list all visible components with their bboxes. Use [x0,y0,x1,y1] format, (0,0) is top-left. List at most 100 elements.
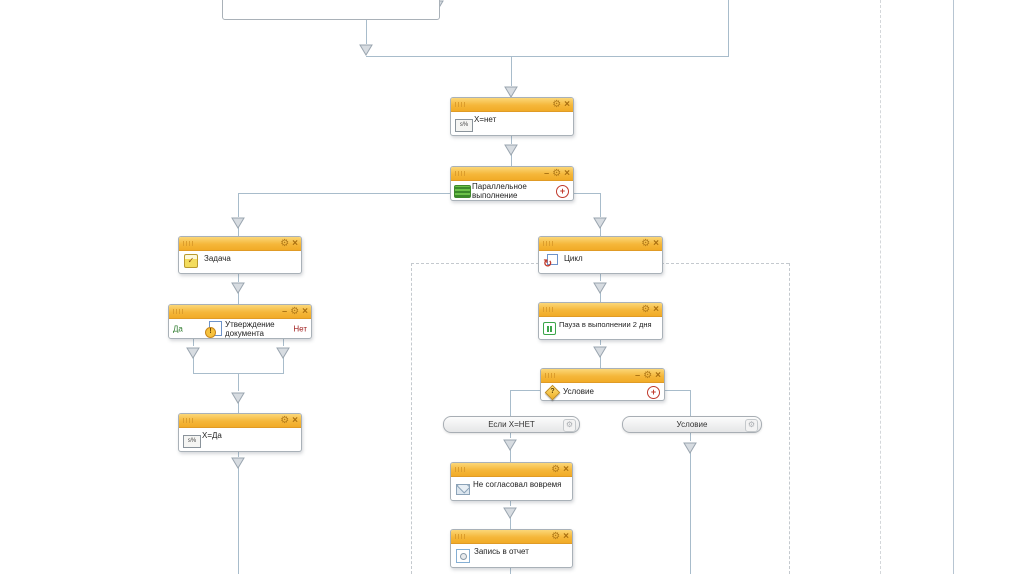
gear-icon[interactable]: ⚙ [563,419,576,432]
close-icon[interactable]: × [292,414,298,426]
connector-line [600,227,601,236]
add-branch-button[interactable]: + [647,385,660,399]
connector-line [238,450,239,457]
close-icon[interactable]: × [653,237,659,249]
drag-handle-icon[interactable] [545,373,555,378]
node-approve-doc[interactable]: – ⚙ × Да ! Утверждение документа Нет [168,304,312,339]
node-x-yes[interactable]: ⚙ × s% Х=Да [178,413,302,452]
gear-icon[interactable]: ⚙ [551,463,561,475]
branch-pill-condition[interactable]: Условие ⚙ [622,416,762,433]
node-header[interactable]: ⚙ × [451,463,572,477]
close-icon[interactable]: × [564,98,570,110]
node-header[interactable]: ⚙ × [179,237,301,251]
gear-icon[interactable]: ⚙ [745,419,758,432]
node-pause[interactable]: ⚙ × Пауза в выполнении 2 дня [538,302,663,340]
node-header[interactable]: ⚙ × [451,98,573,112]
flow-arrow-icon [503,438,517,451]
flow-arrow-icon [504,143,518,156]
node-task[interactable]: ⚙ × ✓ Задача [178,236,302,274]
exclamation-badge-icon: ! [205,327,216,338]
flow-arrow-icon [186,346,200,359]
node-header[interactable]: ⚙ × [451,530,572,544]
gear-icon[interactable]: ⚙ [280,237,290,249]
drag-handle-icon[interactable] [173,309,183,314]
flow-arrow-icon [593,345,607,358]
gear-icon[interactable]: ⚙ [641,237,651,249]
node-header[interactable]: ⚙ × [179,414,301,428]
node-label: Утверждение документа [225,320,275,338]
gear-icon[interactable]: ⚙ [290,305,300,317]
branch-pill-label: Условие [676,420,708,429]
node-header[interactable]: ⚙ × [539,237,662,251]
close-icon[interactable]: × [563,463,569,475]
connector-line [690,390,691,416]
drag-handle-icon[interactable] [455,467,465,472]
node-x-net[interactable]: ⚙ × s% Х=нет [450,97,574,136]
connector-line [600,292,601,302]
drag-handle-icon[interactable] [543,307,553,312]
node-parallel[interactable]: – ⚙ × Параллельное выполнение + [450,166,574,201]
flow-arrow-icon [683,441,697,454]
node-partial-top[interactable] [222,0,440,20]
drag-handle-icon[interactable] [183,418,193,423]
minimize-icon[interactable]: – [635,370,641,380]
flow-arrow-icon [231,281,245,294]
node-label: Параллельное выполнение [472,182,527,200]
close-icon[interactable]: × [653,303,659,315]
close-icon[interactable]: × [564,167,570,179]
flow-arrow-icon [231,216,245,229]
flow-arrow-icon [504,85,518,98]
connector-line [366,56,729,57]
flow-arrow-icon [276,346,290,359]
close-icon[interactable]: × [563,530,569,542]
drag-handle-icon[interactable] [543,241,553,246]
drag-handle-icon[interactable] [455,102,465,107]
loop-region-border [411,263,412,574]
connector-line [510,517,511,529]
flow-arrow-icon [231,456,245,469]
node-report[interactable]: ⚙ × Запись в отчет [450,529,573,568]
branch-pill-if-x-net[interactable]: Если Х=НЕТ ⚙ [443,416,580,433]
branch-yes-label: Да [173,324,183,333]
minimize-icon[interactable]: – [282,306,288,316]
gear-icon[interactable]: ⚙ [552,167,562,179]
flow-arrow-icon [503,506,517,519]
connector-line [510,390,540,391]
drag-handle-icon[interactable] [455,171,465,176]
connector-line [238,373,239,391]
node-header[interactable]: – ⚙ × [451,167,573,181]
minimize-icon[interactable]: – [544,168,550,178]
drag-handle-icon[interactable] [455,534,465,539]
gear-icon[interactable]: ⚙ [551,530,561,542]
node-not-approved[interactable]: ⚙ × Не согласовал вовремя [450,462,573,501]
branch-pill-label: Если Х=НЕТ [488,420,535,429]
pause-icon [543,322,556,335]
close-icon[interactable]: × [655,369,661,381]
gear-icon[interactable]: ⚙ [280,414,290,426]
node-loop[interactable]: ⚙ × ↻ Цикл [538,236,663,274]
connector-line [663,390,690,391]
gear-icon[interactable]: ⚙ [643,369,653,381]
mail-icon [456,484,470,495]
add-branch-button[interactable]: + [556,184,569,198]
node-header[interactable]: ⚙ × [539,303,662,317]
connector-line [510,449,511,462]
branch-no-label: Нет [293,324,307,333]
node-condition[interactable]: – ⚙ × ? Условие + [540,368,665,401]
loop-region-border [789,263,790,574]
document-approval-icon: ! [205,321,222,338]
task-icon: ✓ [184,254,198,268]
gear-icon[interactable]: ⚙ [552,98,562,110]
node-header[interactable]: – ⚙ × [541,369,664,383]
close-icon[interactable]: × [292,237,298,249]
connector-line [511,154,512,166]
drag-handle-icon[interactable] [183,241,193,246]
connector-line [600,338,601,345]
connector-line [600,193,601,217]
close-icon[interactable]: × [302,305,308,317]
node-label: Условие [563,387,594,396]
node-header[interactable]: – ⚙ × [169,305,311,319]
gear-icon[interactable]: ⚙ [641,303,651,315]
node-label: Цикл [564,254,583,263]
